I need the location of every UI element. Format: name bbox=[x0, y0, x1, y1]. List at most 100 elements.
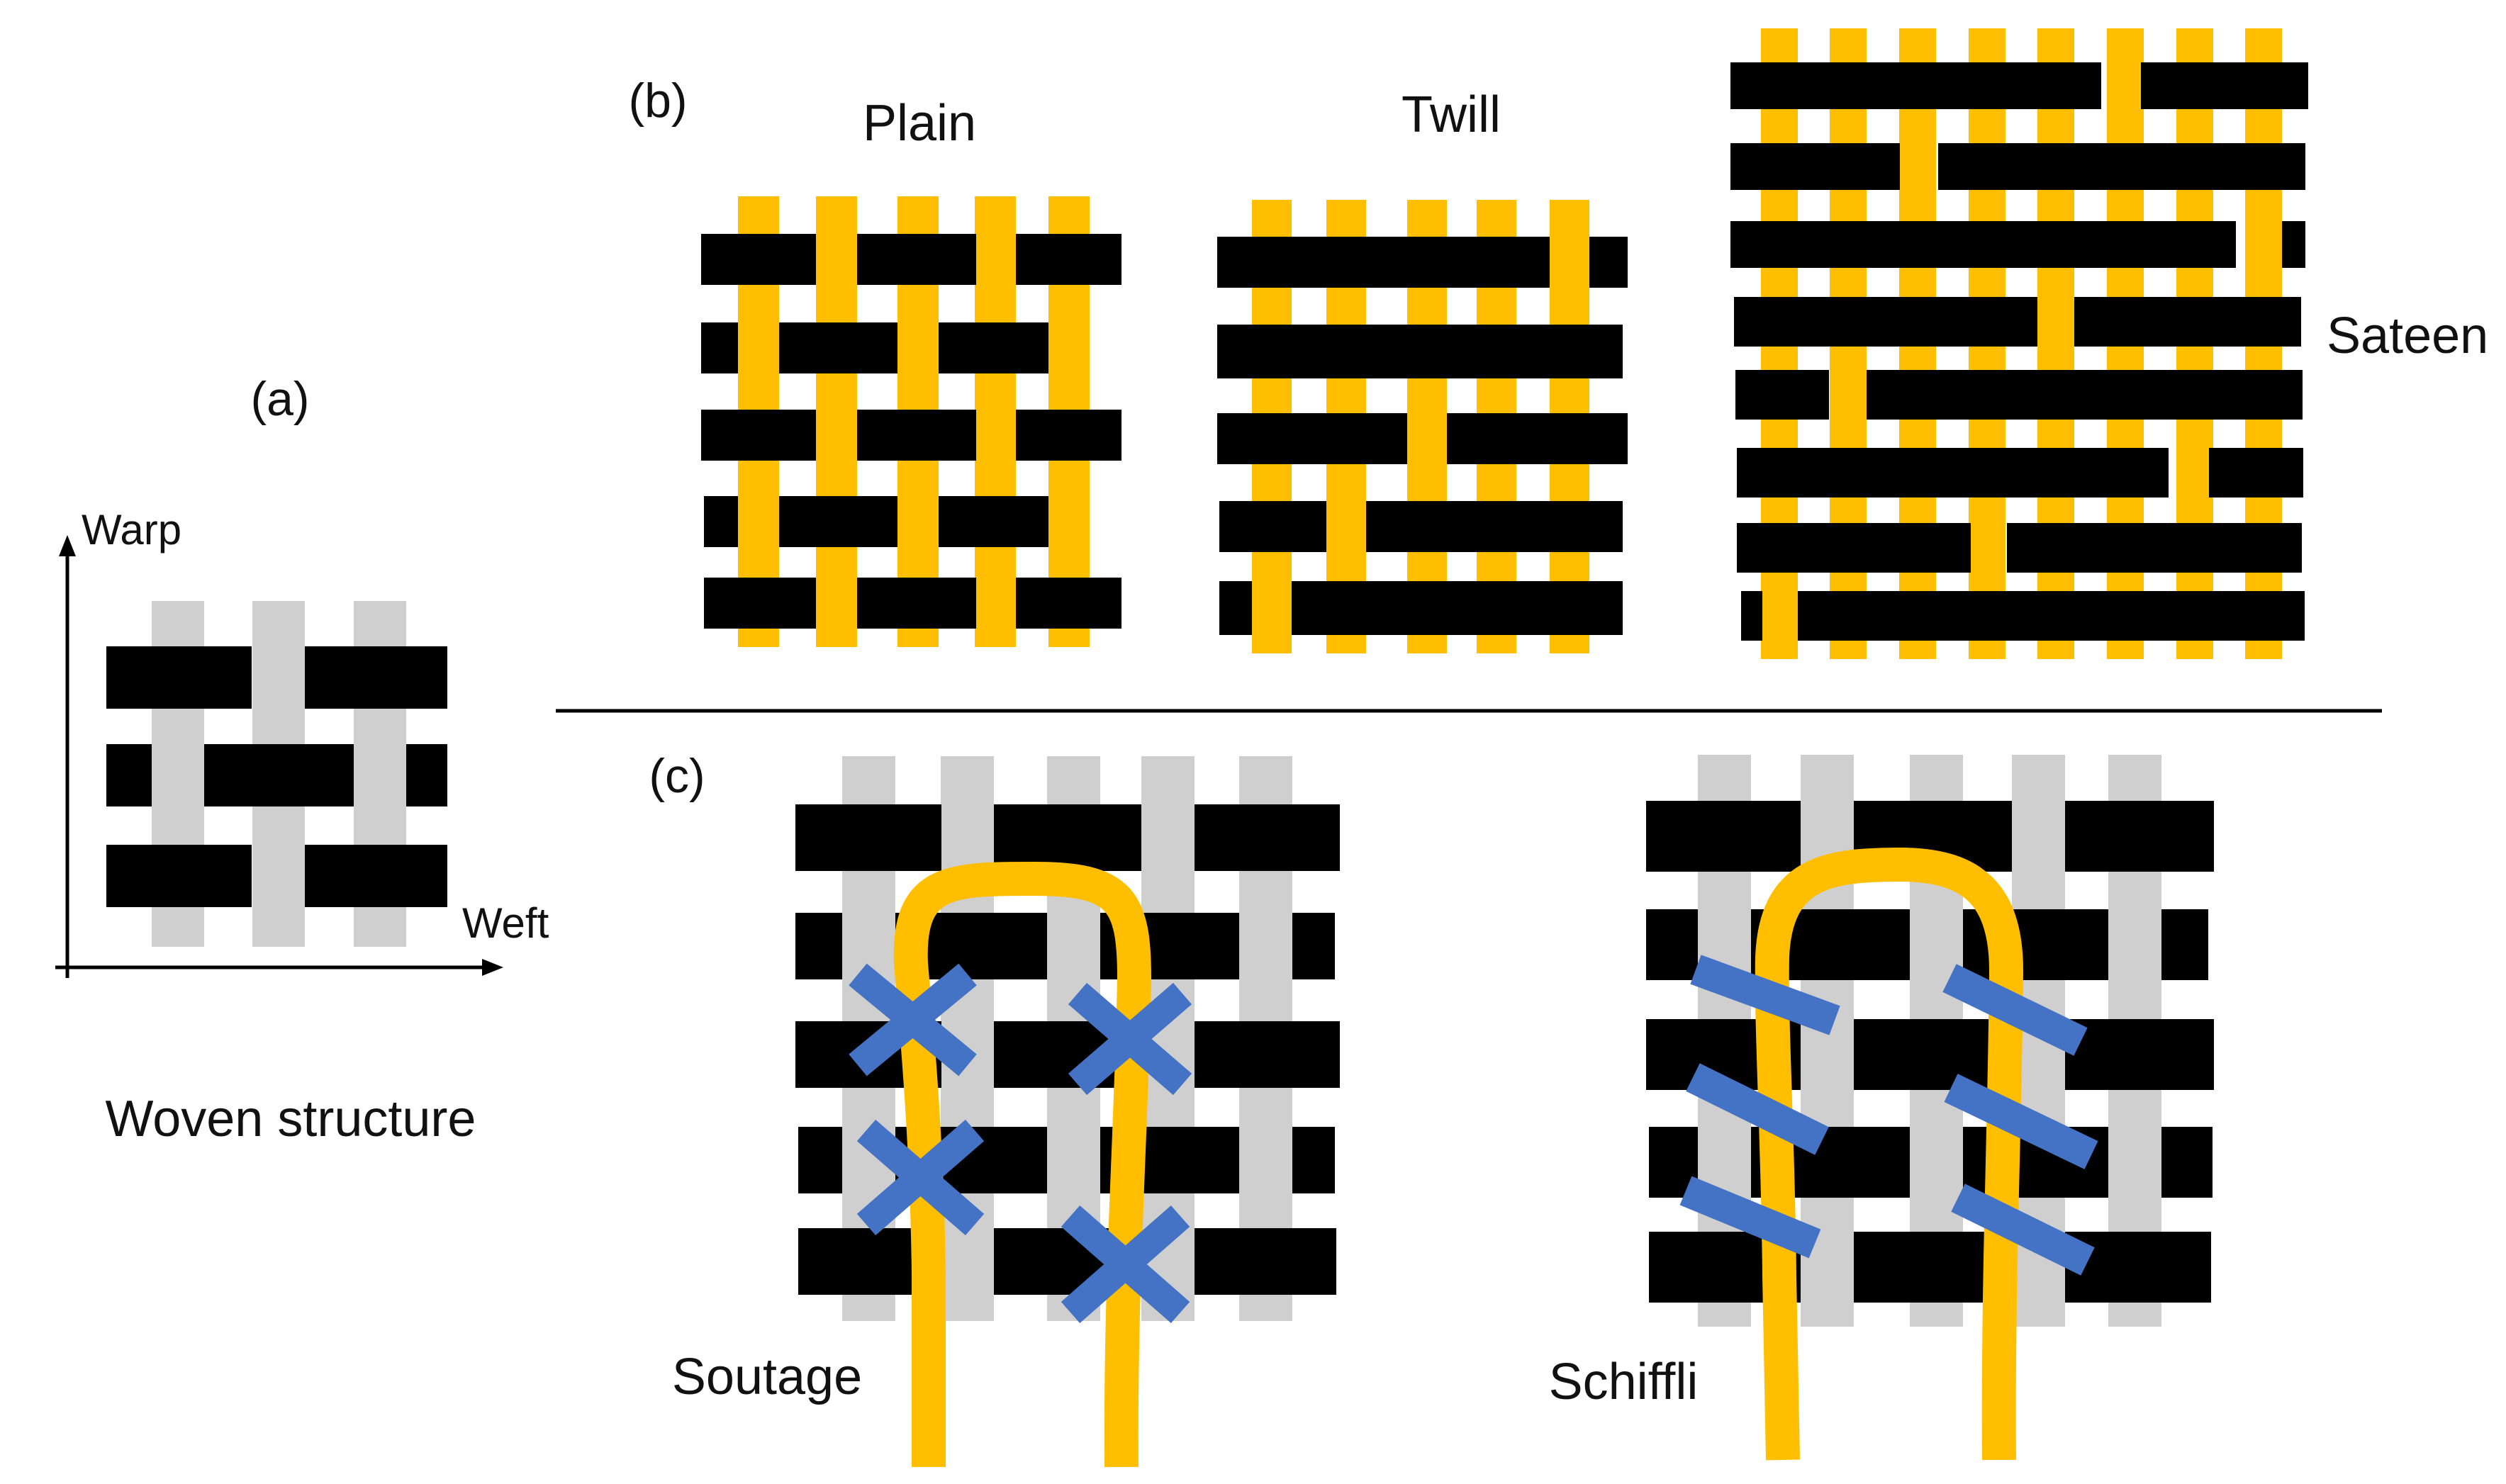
plain-edge-mask bbox=[1090, 322, 1121, 373]
diagonal-stitch-bar-icon bbox=[1690, 955, 1840, 1035]
weft-yarn bbox=[2161, 1127, 2213, 1198]
panel-c-tag: (c) bbox=[649, 749, 705, 803]
weft-yarn bbox=[1737, 523, 1971, 573]
weft-yarn bbox=[406, 744, 447, 806]
plain-weave bbox=[701, 196, 1121, 647]
diagonal-stitch-bar-icon bbox=[1944, 1074, 2098, 1169]
weft-yarn bbox=[1217, 237, 1550, 288]
warp-yarn bbox=[816, 196, 857, 647]
weft-yarn bbox=[779, 322, 897, 373]
twill-weft-rows bbox=[1217, 237, 1628, 635]
weft-yarn bbox=[1219, 501, 1326, 552]
weft-yarn bbox=[939, 322, 1047, 373]
weft-yarn bbox=[2141, 62, 2308, 109]
weft-yarn bbox=[106, 845, 252, 907]
weft-yarn bbox=[858, 410, 976, 461]
weft-yarn bbox=[1195, 804, 1340, 871]
schiffli-label: Schiffli bbox=[1549, 1354, 1699, 1410]
schiffli-stitches bbox=[1679, 955, 2098, 1276]
weft-yarn bbox=[2209, 448, 2303, 498]
weft-yarn bbox=[779, 496, 897, 547]
weft-yarn bbox=[994, 804, 1141, 871]
plain-weft-over bbox=[701, 234, 1121, 629]
weft-yarn bbox=[2282, 221, 2305, 268]
panel-a-tag: (a) bbox=[250, 372, 309, 426]
twill-weave bbox=[1217, 200, 1628, 653]
weft-yarn bbox=[1741, 591, 1762, 641]
soutage-cord bbox=[893, 861, 1152, 1468]
arrow-head-icon bbox=[482, 959, 503, 976]
schiffli-weft-rows bbox=[1646, 801, 2214, 1303]
weft-yarn bbox=[1366, 501, 1623, 552]
soutage-embroidery bbox=[795, 756, 1340, 1468]
sateen-weave bbox=[1730, 28, 2308, 659]
axes bbox=[55, 535, 503, 978]
weft-yarn bbox=[858, 578, 976, 629]
weft-yarn bbox=[1854, 1019, 2012, 1090]
weft-yarn bbox=[106, 744, 152, 806]
diagonal-stitch-bar-icon bbox=[1679, 1176, 1821, 1259]
weft-yarn bbox=[704, 578, 793, 629]
weft-yarn bbox=[1017, 234, 1121, 285]
weft-yarn bbox=[1518, 325, 1550, 378]
soutage-stitches bbox=[849, 963, 1192, 1324]
cross-stitch-mark-icon bbox=[849, 963, 977, 1077]
weft-yarn bbox=[1646, 909, 1698, 980]
weft-yarn bbox=[798, 1127, 842, 1193]
weft-yarn bbox=[1447, 413, 1628, 464]
panel-c: (c) bbox=[649, 749, 2214, 1468]
weft-yarn bbox=[701, 234, 793, 285]
weft-yarn bbox=[795, 913, 842, 979]
weft-yarn bbox=[2074, 297, 2301, 347]
cross-stitch-mark-icon bbox=[1061, 1205, 1190, 1324]
cross-stitch-mark-icon bbox=[1068, 982, 1192, 1096]
diagonal-stitch-bar-icon bbox=[1951, 1184, 2095, 1276]
weft-yarn bbox=[1217, 325, 1518, 378]
weft-yarn bbox=[2065, 1019, 2214, 1090]
woven-structure bbox=[106, 601, 447, 947]
panel-a: (a) Warp Weft Woven structure bbox=[55, 372, 549, 1147]
weft-yarn bbox=[204, 744, 354, 806]
diagonal-stitch-bar-icon bbox=[1942, 964, 2088, 1056]
weft-yarn bbox=[305, 646, 447, 709]
weft-yarn bbox=[795, 804, 941, 871]
weft-yarn bbox=[1867, 370, 2303, 420]
warp-axis-label: Warp bbox=[82, 506, 181, 553]
arrow-head-icon bbox=[59, 535, 76, 556]
weft-yarn bbox=[1017, 410, 1121, 461]
warp-yarn bbox=[975, 196, 1016, 647]
panel-b-tag: (b) bbox=[628, 74, 687, 128]
weft-yarn bbox=[1217, 413, 1407, 464]
weft-yarn bbox=[1292, 581, 1623, 635]
plain-label: Plain bbox=[863, 95, 976, 152]
weft-yarn bbox=[1730, 62, 2101, 109]
weft-yarn bbox=[1195, 1228, 1336, 1295]
soutage-label: Soutage bbox=[672, 1349, 862, 1405]
schiffli-embroidery bbox=[1646, 755, 2214, 1461]
weft-yarn bbox=[1730, 143, 1900, 190]
panel-b: (b) Plain bbox=[628, 28, 2488, 659]
diagonal-stitch-bar-icon bbox=[1686, 1063, 1829, 1155]
weft-yarn bbox=[106, 646, 252, 709]
weft-yarn bbox=[305, 845, 447, 907]
weft-yarn bbox=[1735, 370, 1829, 420]
weft-yarn bbox=[1195, 1021, 1340, 1088]
plain-edge-mask bbox=[1090, 496, 1121, 547]
weft-yarn bbox=[858, 234, 976, 285]
weft-yarn bbox=[1798, 591, 2305, 641]
weft-axis-label: Weft bbox=[462, 899, 549, 947]
woven-structure-caption: Woven structure bbox=[106, 1091, 476, 1147]
weft-yarn bbox=[2065, 1232, 2211, 1303]
cross-stitch-mark-icon bbox=[856, 1119, 985, 1236]
schiffli-cord bbox=[1755, 847, 2024, 1461]
twill-label: Twill bbox=[1402, 86, 1501, 143]
weft-yarn bbox=[1730, 221, 2236, 268]
weft-yarn bbox=[1017, 578, 1121, 629]
weft-yarn bbox=[2161, 909, 2208, 980]
weft-yarn bbox=[1734, 297, 2037, 347]
weft-yarn bbox=[2007, 523, 2302, 573]
weft-yarn bbox=[1938, 143, 2305, 190]
weft-yarn bbox=[1646, 801, 1801, 872]
sateen-weft-rows bbox=[1730, 62, 2308, 641]
